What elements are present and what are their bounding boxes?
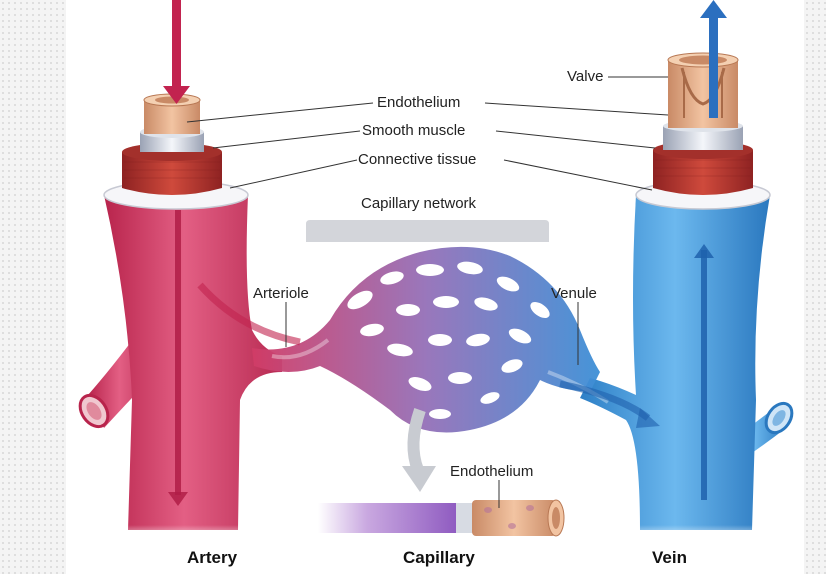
artery-inflow-arrow bbox=[163, 0, 190, 506]
artery-layers bbox=[122, 93, 222, 195]
capillary-network-label: Capillary network bbox=[361, 195, 477, 212]
capillary-network bbox=[252, 246, 610, 433]
smooth-muscle-label: Smooth muscle bbox=[362, 122, 466, 139]
capillary-endothelium-label: Endothelium bbox=[450, 463, 534, 480]
arteriole-label: Arteriole bbox=[253, 285, 309, 302]
venule-label: Venule bbox=[551, 285, 597, 302]
left-frame bbox=[0, 0, 66, 574]
right-frame bbox=[804, 0, 826, 574]
zoom-arrow bbox=[402, 408, 436, 492]
capillary-tube bbox=[318, 499, 565, 537]
flow-arrows bbox=[197, 282, 660, 428]
connective-tissue-label: Connective tissue bbox=[358, 151, 477, 168]
capillary-label: Capillary bbox=[403, 548, 475, 567]
capillary-network-bracket bbox=[306, 220, 549, 242]
artery-label: Artery bbox=[187, 548, 238, 567]
vein-layers bbox=[653, 52, 753, 195]
artery-vessel bbox=[78, 180, 282, 540]
vein-label: Vein bbox=[652, 548, 687, 567]
leader-lines bbox=[186, 76, 669, 508]
vein-outflow-arrow bbox=[694, 0, 727, 500]
endothelium-label: Endothelium bbox=[377, 94, 461, 111]
vein-vessel bbox=[580, 180, 794, 540]
valve-label: Valve bbox=[567, 68, 604, 85]
